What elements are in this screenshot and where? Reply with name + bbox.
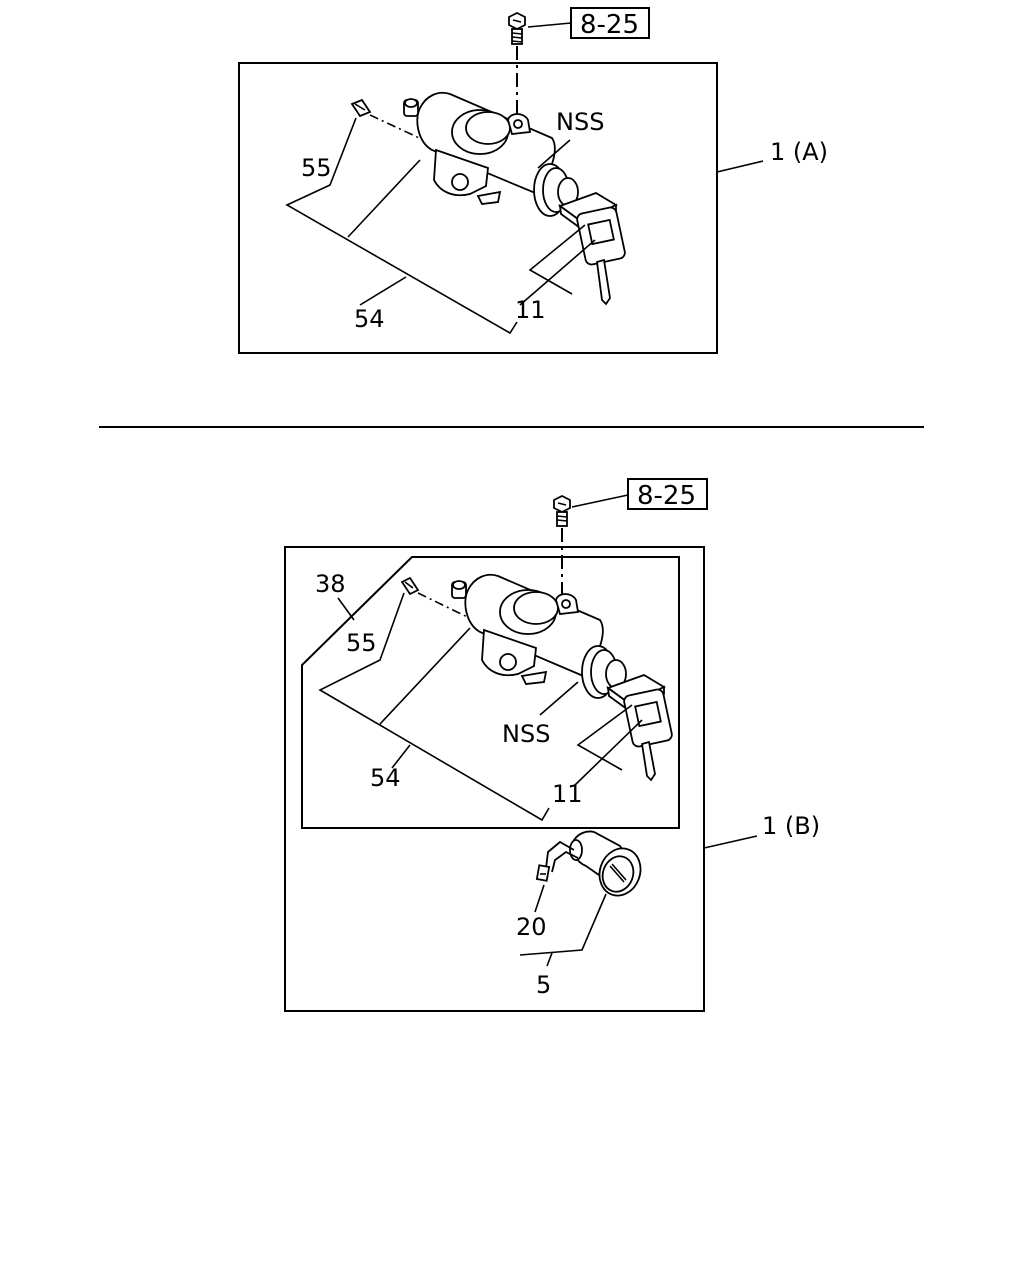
ref-box-b[interactable]	[627, 478, 708, 510]
lock-cylinder-5	[569, 830, 642, 897]
leader-54-b	[379, 627, 471, 725]
sub-assembly-38-frame	[301, 556, 680, 829]
leader-5-text-b	[546, 952, 553, 967]
leader-nss-a	[537, 139, 571, 169]
wire-20	[535, 840, 579, 882]
key-icon	[606, 674, 673, 782]
leader-55-54-b	[318, 592, 550, 822]
screw-55-icon	[400, 576, 420, 596]
ref-leader-b	[571, 494, 629, 508]
label-nss-b: NSS	[502, 720, 550, 748]
assembly-a-label: 1 (A)	[770, 138, 828, 166]
screw-55-icon	[350, 98, 372, 118]
leader-38-b	[337, 597, 355, 621]
label-11-a: 11	[515, 296, 546, 324]
label-54-a: 54	[354, 305, 385, 333]
screw-centerline-b	[417, 592, 491, 629]
label-20-b: 20	[516, 913, 547, 941]
label-54-b: 54	[370, 764, 401, 792]
leader-11-a	[528, 224, 586, 295]
label-11-b: 11	[552, 780, 583, 808]
ref-leader-a	[527, 22, 572, 28]
leader-54-a	[347, 159, 421, 238]
assembly-b-leader	[703, 835, 758, 849]
bolt-icon	[553, 494, 571, 527]
label-5-b: 5	[536, 971, 551, 999]
leader-nss-b	[539, 681, 579, 716]
assembly-a: 8-25 1 (A)	[238, 7, 828, 354]
assembly-a-frame	[238, 62, 718, 354]
label-55-a: 55	[301, 154, 332, 182]
assembly-a-leader	[716, 160, 764, 173]
leader-54-text-a	[359, 276, 407, 306]
bolt-icon	[508, 11, 526, 45]
leader-55-54-a	[285, 117, 518, 335]
leader-5-b	[519, 893, 607, 956]
label-55-b: 55	[346, 629, 377, 657]
assembly-b-frame	[284, 546, 705, 1012]
screw-centerline-a	[369, 114, 446, 151]
key-icon	[558, 192, 626, 306]
ignition-switch-body-a	[403, 91, 579, 217]
leader-11-b	[576, 704, 633, 771]
assembly-b-label: 1 (B)	[762, 812, 820, 840]
leader-54-text-b	[391, 744, 411, 769]
leader-20-b	[534, 884, 545, 913]
assembly-b: 8-25 1 (B)	[284, 478, 820, 1012]
label-38-b: 38	[315, 570, 346, 598]
ignition-switch-body-b	[451, 573, 627, 699]
label-nss-a: NSS	[556, 108, 604, 136]
ref-box-a-text: 8-25	[580, 10, 639, 40]
ref-box-b-text: 8-25	[637, 481, 696, 511]
leader-11-text-b	[574, 719, 643, 786]
leader-11-text-a	[519, 239, 596, 306]
